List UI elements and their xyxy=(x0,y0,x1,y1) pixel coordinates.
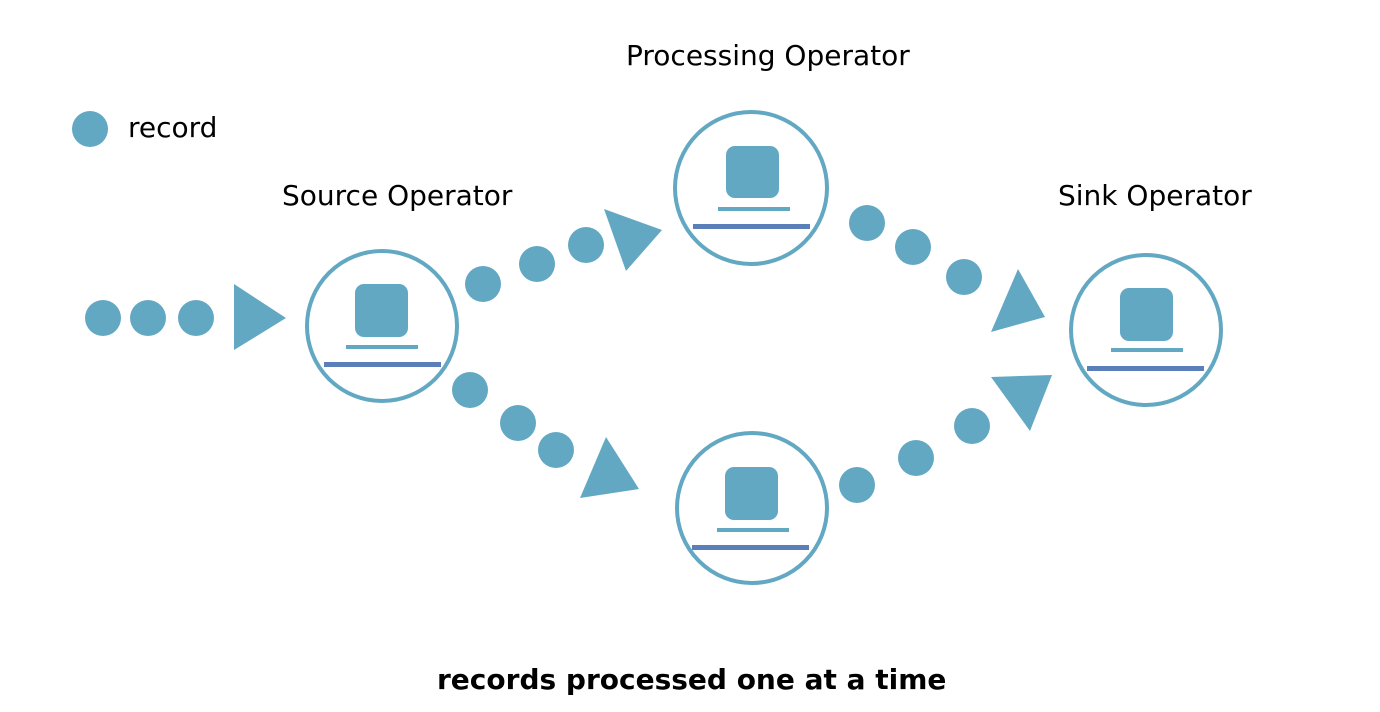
diagram-caption: records processed one at a time xyxy=(437,663,947,696)
record-dot xyxy=(465,266,501,302)
source-operator-label: Source Operator xyxy=(282,179,513,212)
record-dot-icon xyxy=(72,111,108,147)
processing-operator-node-lower xyxy=(675,431,829,585)
computer-stand xyxy=(346,345,418,349)
computer-base xyxy=(1087,366,1204,371)
input-stream xyxy=(85,284,286,350)
record-dot xyxy=(452,372,488,408)
sink-operator-label: Sink Operator xyxy=(1058,179,1252,212)
flow-arrow-icon xyxy=(234,284,286,350)
computer-icon xyxy=(355,284,408,337)
flow-arrow-icon xyxy=(580,437,639,498)
computer-stand xyxy=(1111,348,1183,352)
computer-icon xyxy=(1120,288,1173,341)
flow-arrow-icon xyxy=(991,269,1045,332)
record-dot xyxy=(946,259,982,295)
computer-stand xyxy=(718,207,790,211)
record-dot xyxy=(519,246,555,282)
record-dot xyxy=(839,467,875,503)
sink-operator-node xyxy=(1069,253,1223,407)
record-dot xyxy=(500,405,536,441)
legend-record-label: record xyxy=(128,111,218,144)
record-dot xyxy=(178,300,214,336)
record-dot xyxy=(849,205,885,241)
source-operator-node xyxy=(305,249,459,403)
lower-left-stream xyxy=(452,372,639,498)
computer-base xyxy=(693,224,810,229)
upper-left-stream xyxy=(465,209,662,302)
record-dot xyxy=(85,300,121,336)
flow-arrow-icon xyxy=(604,209,662,271)
record-dot xyxy=(130,300,166,336)
lower-right-stream xyxy=(839,375,1052,503)
computer-stand xyxy=(717,528,789,532)
processing-operator-label: Processing Operator xyxy=(626,39,910,72)
computer-icon xyxy=(726,146,779,198)
flow-arrow-icon xyxy=(991,375,1052,431)
record-dot xyxy=(568,227,604,263)
record-dot xyxy=(898,440,934,476)
computer-icon xyxy=(725,467,778,520)
computer-base xyxy=(692,545,809,550)
record-dot xyxy=(895,229,931,265)
record-dot xyxy=(538,432,574,468)
computer-base xyxy=(324,362,441,367)
upper-right-stream xyxy=(849,205,1045,332)
record-dot xyxy=(954,408,990,444)
processing-operator-node-upper xyxy=(673,110,829,266)
